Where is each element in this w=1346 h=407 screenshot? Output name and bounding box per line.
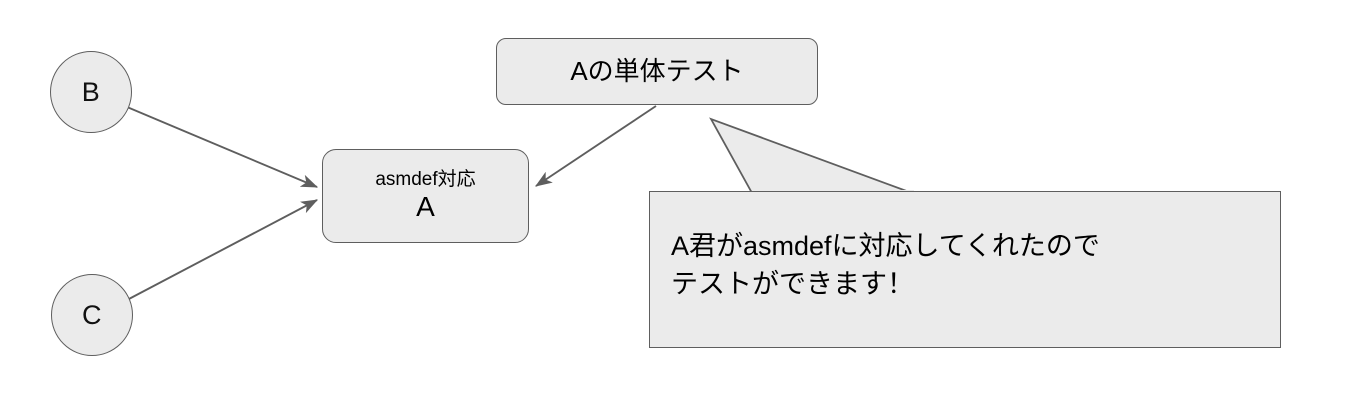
edge-b-to-a [126, 106, 319, 188]
node-a-label: A [416, 191, 435, 223]
node-c[interactable]: C [51, 274, 133, 356]
edge-testbox-to-a [535, 105, 657, 187]
node-b[interactable]: B [50, 51, 132, 133]
node-a-sublabel: asmdef対応 [375, 169, 476, 191]
node-c-label: C [82, 299, 102, 330]
tail-triangle [709, 117, 913, 194]
speech-bubble-body [649, 191, 1281, 348]
test-box[interactable]: Aの単体テスト [496, 38, 818, 105]
edge-c-to-a [126, 199, 319, 301]
speech-bubble[interactable]: A君がasmdefに対応してくれたので テストができます！ [649, 191, 1281, 348]
speech-bubble-text: A君がasmdefに対応してくれたので テストができます！ [671, 231, 1100, 300]
test-box-label: Aの単体テスト [570, 56, 744, 87]
node-a[interactable]: asmdef対応 A [322, 149, 529, 243]
node-b-label: B [81, 76, 101, 107]
